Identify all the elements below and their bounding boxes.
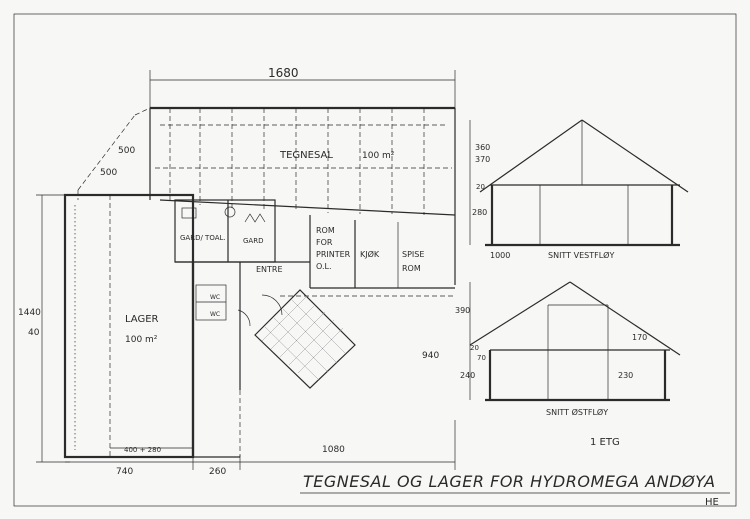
dim-1440: 1440 (18, 308, 41, 318)
dim-1000: 1000 (490, 251, 510, 260)
room-spise-2: ROM (402, 264, 421, 273)
section-west-label: SNITT VESTFLØY (548, 250, 614, 260)
floor-label: 1 ETG (590, 437, 620, 448)
room-lager-area: 100 m² (125, 335, 158, 345)
room-printer-3: PRINTER (316, 250, 351, 259)
dim-170: 170 (632, 333, 647, 342)
dim-260: 260 (209, 467, 226, 477)
dim-230: 230 (618, 371, 633, 380)
dim-390: 390 (455, 306, 470, 315)
drawing-title: TEGNESAL OG LAGER FOR HYDROMEGA ANDØYA (303, 472, 716, 491)
dim-1080: 1080 (322, 445, 345, 455)
dim-20-west: 20 (476, 183, 485, 191)
room-wc-2: WC (210, 311, 220, 318)
roof-overhang (77, 107, 151, 200)
dim-70-east: 70 (477, 354, 486, 362)
dim-1680: 1680 (268, 66, 299, 80)
section-west-drawing (469, 119, 689, 247)
dim-20-east: 20 (470, 344, 479, 352)
bottom-dimension-line (65, 420, 456, 470)
entrance-canopy (237, 289, 356, 389)
dim-280-west: 280 (472, 208, 487, 217)
room-printer-1: ROM (316, 226, 335, 235)
tegnesal-rafters (169, 108, 425, 215)
room-garderobe-right: GARD (243, 237, 263, 245)
dim-400-280: 400 + 280 (124, 446, 161, 454)
dim-740: 740 (116, 467, 133, 477)
drafter-initials: HE (705, 497, 719, 508)
room-entre: ENTRE (256, 265, 283, 274)
wc-rooms (195, 284, 227, 321)
tegnesal-walls (149, 106, 456, 285)
room-spise-1: SPISE (402, 250, 424, 259)
dim-40: 40 (28, 328, 40, 338)
dim-940: 940 (422, 351, 439, 361)
room-garderobe-left: GARD/ TOAL. (180, 234, 226, 242)
top-dimension-line (149, 70, 456, 110)
room-kjokken: KJØK (360, 249, 380, 259)
dim-360: 360 (475, 143, 490, 152)
lager-walls (63, 193, 195, 459)
room-tegnesal: TEGNESAL (279, 150, 333, 161)
right-rooms-walls (280, 215, 455, 297)
sheet-border (13, 13, 737, 507)
room-wc-1: WC (210, 294, 220, 301)
section-east-drawing (469, 281, 681, 402)
room-printer-2: FOR (316, 238, 333, 247)
core-walls (174, 199, 310, 458)
room-lager: LAGER (125, 314, 159, 325)
dim-500-b: 500 (100, 168, 117, 178)
dim-240: 240 (460, 371, 475, 380)
section-east-label: SNITT ØSTFLØY (546, 407, 608, 417)
dim-370: 370 (475, 155, 490, 164)
dim-500-a: 500 (118, 146, 135, 156)
room-tegnesal-area: 100 m² (362, 151, 395, 161)
room-printer-4: O.L. (316, 262, 332, 271)
